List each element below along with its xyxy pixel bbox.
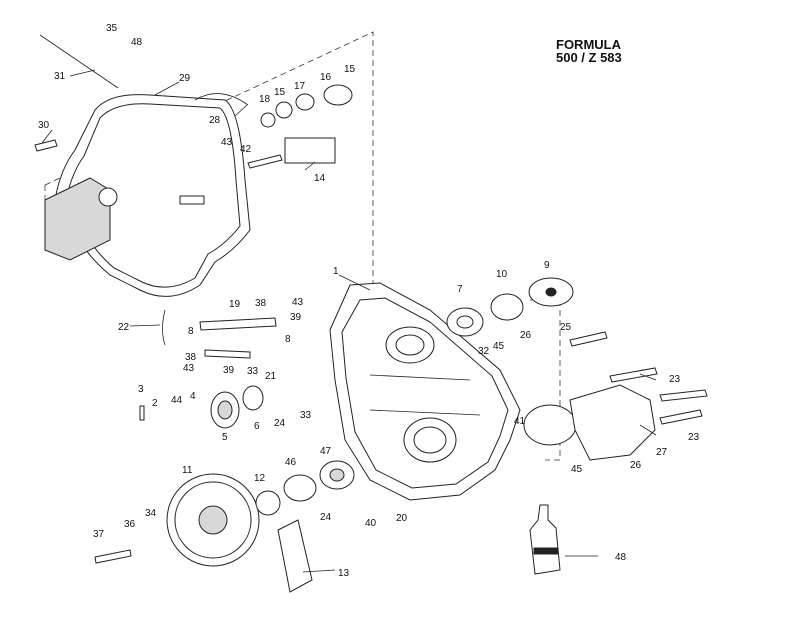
- model-title-line1: FORMULA: [556, 37, 621, 52]
- callout-43c: 43: [183, 363, 195, 374]
- model-title: FORMULA 500 / Z 583: [556, 38, 622, 64]
- callout-3: 3: [138, 384, 144, 395]
- callout-35: 35: [106, 23, 118, 34]
- chain-13: [277, 519, 313, 593]
- callout-45a: 45: [493, 341, 505, 352]
- callout-46: 46: [285, 457, 297, 468]
- callout-32: 32: [478, 346, 490, 357]
- callout-30: 30: [38, 120, 50, 131]
- callout-15b: 15: [274, 87, 286, 98]
- callout-40: 40: [365, 518, 377, 529]
- callout-43b: 43: [292, 297, 304, 308]
- callout-33a: 33: [247, 366, 259, 377]
- callout-1: 1: [333, 266, 339, 277]
- callout-22: 22: [118, 322, 130, 333]
- leader-lines: [41, 69, 657, 573]
- callout-31: 31: [54, 71, 66, 82]
- bearing-6: [242, 385, 264, 411]
- callout-39a: 39: [290, 312, 302, 323]
- callout-11: 11: [182, 465, 193, 476]
- ring-46: [283, 474, 317, 502]
- callout-38b: 38: [185, 352, 197, 363]
- callout-29: 29: [179, 73, 191, 84]
- callout-8a: 8: [188, 326, 194, 337]
- cover-27: [569, 384, 656, 461]
- seal-41: [523, 404, 577, 446]
- callout-39b: 39: [223, 365, 235, 376]
- callout-33b: 33: [300, 410, 312, 421]
- callout-8b: 8: [285, 334, 291, 345]
- callout-48: 48: [131, 37, 143, 48]
- callout-24b: 24: [320, 512, 332, 523]
- ring-10: [490, 293, 524, 321]
- callout-10: 10: [496, 269, 508, 280]
- callout-9: 9: [544, 260, 550, 271]
- bearing-7: [446, 307, 484, 337]
- model-title-line2: 500 / Z 583: [556, 50, 622, 65]
- callout-4: 4: [190, 391, 196, 402]
- callout-12: 12: [254, 473, 266, 484]
- callout-19: 19: [229, 299, 241, 310]
- callout-2: 2: [152, 398, 158, 409]
- callout-labels: 35 48 31 29 16 15 17 15 18 28 30 43 42 1…: [38, 23, 700, 579]
- callout-25: 25: [560, 322, 572, 333]
- callout-48b: 48: [615, 552, 627, 563]
- callout-24a: 24: [274, 418, 286, 429]
- chaincase-cover: [44, 94, 251, 297]
- callout-23a: 23: [669, 374, 681, 385]
- bearing-12: [255, 490, 281, 516]
- bearing-47: [319, 460, 355, 490]
- callout-14: 14: [314, 173, 326, 184]
- callout-5: 5: [222, 432, 228, 443]
- callout-38a: 38: [255, 298, 267, 309]
- callout-45b: 45: [571, 464, 583, 475]
- callout-6: 6: [254, 421, 260, 432]
- callout-36: 36: [124, 519, 136, 530]
- callout-44: 44: [171, 395, 183, 406]
- oil-bottle-48: [529, 504, 561, 575]
- callout-20: 20: [396, 513, 408, 524]
- callout-23b: 23: [688, 432, 700, 443]
- callout-18: 18: [259, 94, 271, 105]
- callout-7: 7: [457, 284, 463, 295]
- callout-17: 17: [294, 81, 306, 92]
- callout-26a: 26: [520, 330, 532, 341]
- bolts: [34, 34, 708, 564]
- callout-27: 27: [656, 447, 668, 458]
- callout-41: 41: [514, 416, 526, 427]
- callout-21: 21: [265, 371, 277, 382]
- callout-43a: 43: [221, 137, 233, 148]
- callout-42: 42: [240, 144, 252, 155]
- callout-47: 47: [320, 446, 332, 457]
- callout-34: 34: [145, 508, 157, 519]
- callout-16: 16: [320, 72, 332, 83]
- sprocket-11: [166, 473, 260, 567]
- callout-26b: 26: [630, 460, 642, 471]
- callout-15a: 15: [344, 64, 356, 75]
- sprocket-5: [210, 391, 240, 429]
- callout-37: 37: [93, 529, 105, 540]
- callout-28: 28: [209, 115, 221, 126]
- chaincase-housing: [329, 282, 521, 501]
- callout-13: 13: [338, 568, 350, 579]
- washer-9: [528, 277, 574, 307]
